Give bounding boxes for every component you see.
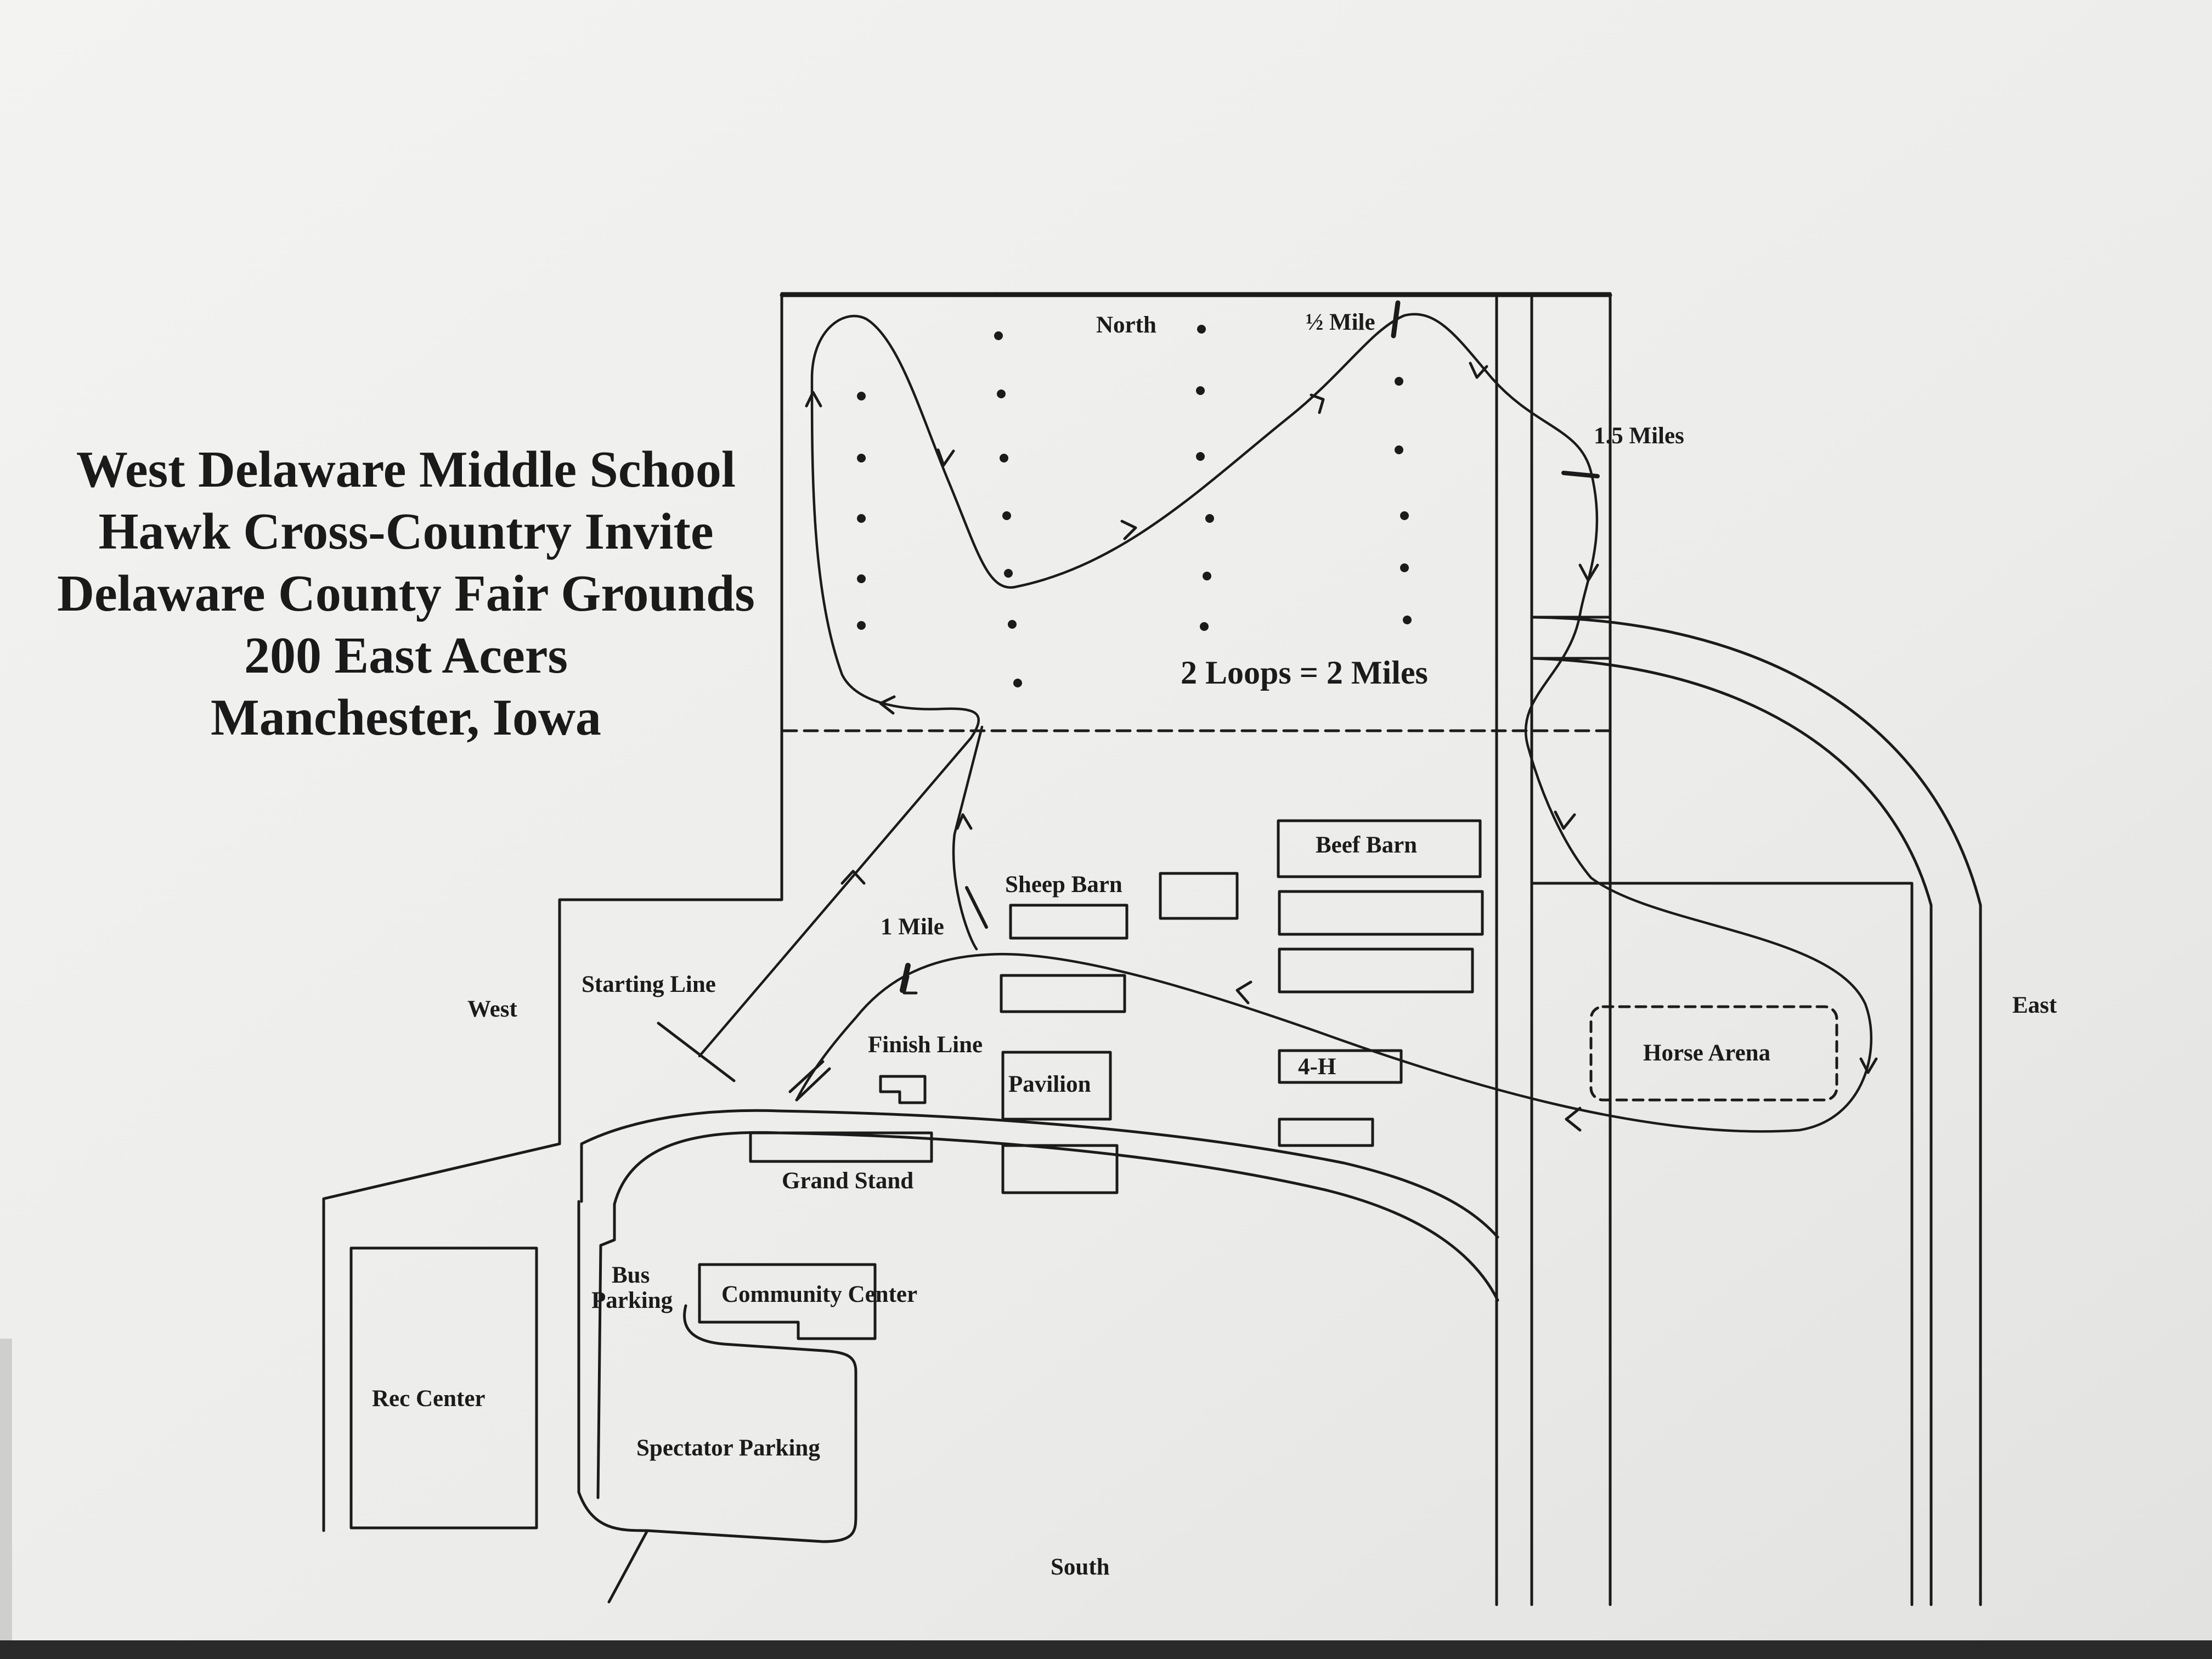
community-center-building xyxy=(698,1263,877,1340)
main-drive-north-edge xyxy=(580,1109,1499,1239)
route-arrow xyxy=(1859,1057,1878,1074)
route-arrow xyxy=(1235,980,1252,1005)
curved-perimeter-road-inner xyxy=(1530,657,1933,1606)
barn-row-3 xyxy=(1278,947,1474,994)
four-h-building xyxy=(1278,1049,1403,1084)
south-barn xyxy=(1001,1144,1119,1194)
title-event: Hawk Cross-Country Invite xyxy=(98,503,714,560)
route-arrow xyxy=(1469,362,1488,379)
spectator-parking-label: Spectator Parking xyxy=(636,1435,820,1461)
route-arrow xyxy=(840,870,866,885)
title-block: West Delaware Middle School Hawk Cross-C… xyxy=(16,439,795,749)
sheep-barn-building xyxy=(1009,904,1128,940)
route-arrow xyxy=(936,448,955,467)
one-point-five-miles-label: 1.5 Miles xyxy=(1594,423,1684,449)
route-arrow xyxy=(879,695,896,715)
title-city: Manchester, Iowa xyxy=(211,689,601,746)
main-drive-south-edge xyxy=(613,1131,1499,1302)
four-h-label: 4-H xyxy=(1298,1054,1336,1080)
route-arrow xyxy=(1554,810,1576,830)
route-arrow xyxy=(1578,563,1599,582)
curved-perimeter-road xyxy=(1530,616,1982,1606)
community-center-label: Community Center xyxy=(721,1282,918,1307)
rec-center-building xyxy=(349,1246,538,1530)
one-mile-marker xyxy=(965,886,988,929)
route-arrow xyxy=(956,813,973,830)
title-address: 200 East Acers xyxy=(244,627,568,684)
sheep-barn-label: Sheep Barn xyxy=(1005,872,1122,898)
title-venue: Delaware County Fair Grounds xyxy=(57,565,755,622)
east-label: East xyxy=(2012,992,2057,1018)
starting-line-marker xyxy=(657,1022,736,1082)
bus-parking-label-line1: Bus xyxy=(612,1262,650,1288)
orchard-trees xyxy=(857,325,1412,687)
west-label: West xyxy=(467,996,517,1022)
route-arrow xyxy=(1565,1107,1582,1132)
one-mile-label: 1 Mile xyxy=(881,914,944,940)
half-mile-label: ½ Mile xyxy=(1306,309,1375,335)
beef-barn-label: Beef Barn xyxy=(1316,832,1418,858)
title-school: West Delaware Middle School xyxy=(76,441,736,498)
rec-center-label: Rec Center xyxy=(372,1386,486,1412)
grand-stand-building xyxy=(749,1131,933,1163)
starting-line-label: Starting Line xyxy=(582,972,716,997)
horse-arena-outline xyxy=(1589,1005,1838,1102)
pavilion-building xyxy=(1001,1051,1112,1121)
route-arrow xyxy=(1310,393,1325,414)
bus-parking-label-line2: Parking xyxy=(591,1288,673,1313)
loops-label: 2 Loops = 2 Miles xyxy=(1181,654,1428,691)
route-arrow xyxy=(805,391,822,408)
north-label: North xyxy=(1096,312,1156,338)
finish-booth xyxy=(879,1075,927,1104)
barn-row-2 xyxy=(1278,890,1484,936)
grand-stand-label: Grand Stand xyxy=(782,1168,914,1194)
sheep-barn-annex xyxy=(1159,872,1239,920)
barn-mid xyxy=(1000,974,1126,1013)
paper-edge xyxy=(0,1339,12,1640)
pavilion-label: Pavilion xyxy=(1008,1071,1091,1097)
finish-line-label: Finish Line xyxy=(868,1032,983,1058)
half-mile-marker xyxy=(1391,300,1401,338)
one-point-five-mile-marker xyxy=(1561,471,1600,478)
parking-loop xyxy=(577,1200,857,1604)
small-shed xyxy=(1278,1118,1374,1147)
south-label: South xyxy=(1051,1554,1110,1580)
beef-barn-building xyxy=(1277,819,1482,878)
route-arrow xyxy=(1120,520,1137,540)
horse-arena-label: Horse Arena xyxy=(1643,1040,1771,1066)
finish-tick xyxy=(900,963,911,993)
